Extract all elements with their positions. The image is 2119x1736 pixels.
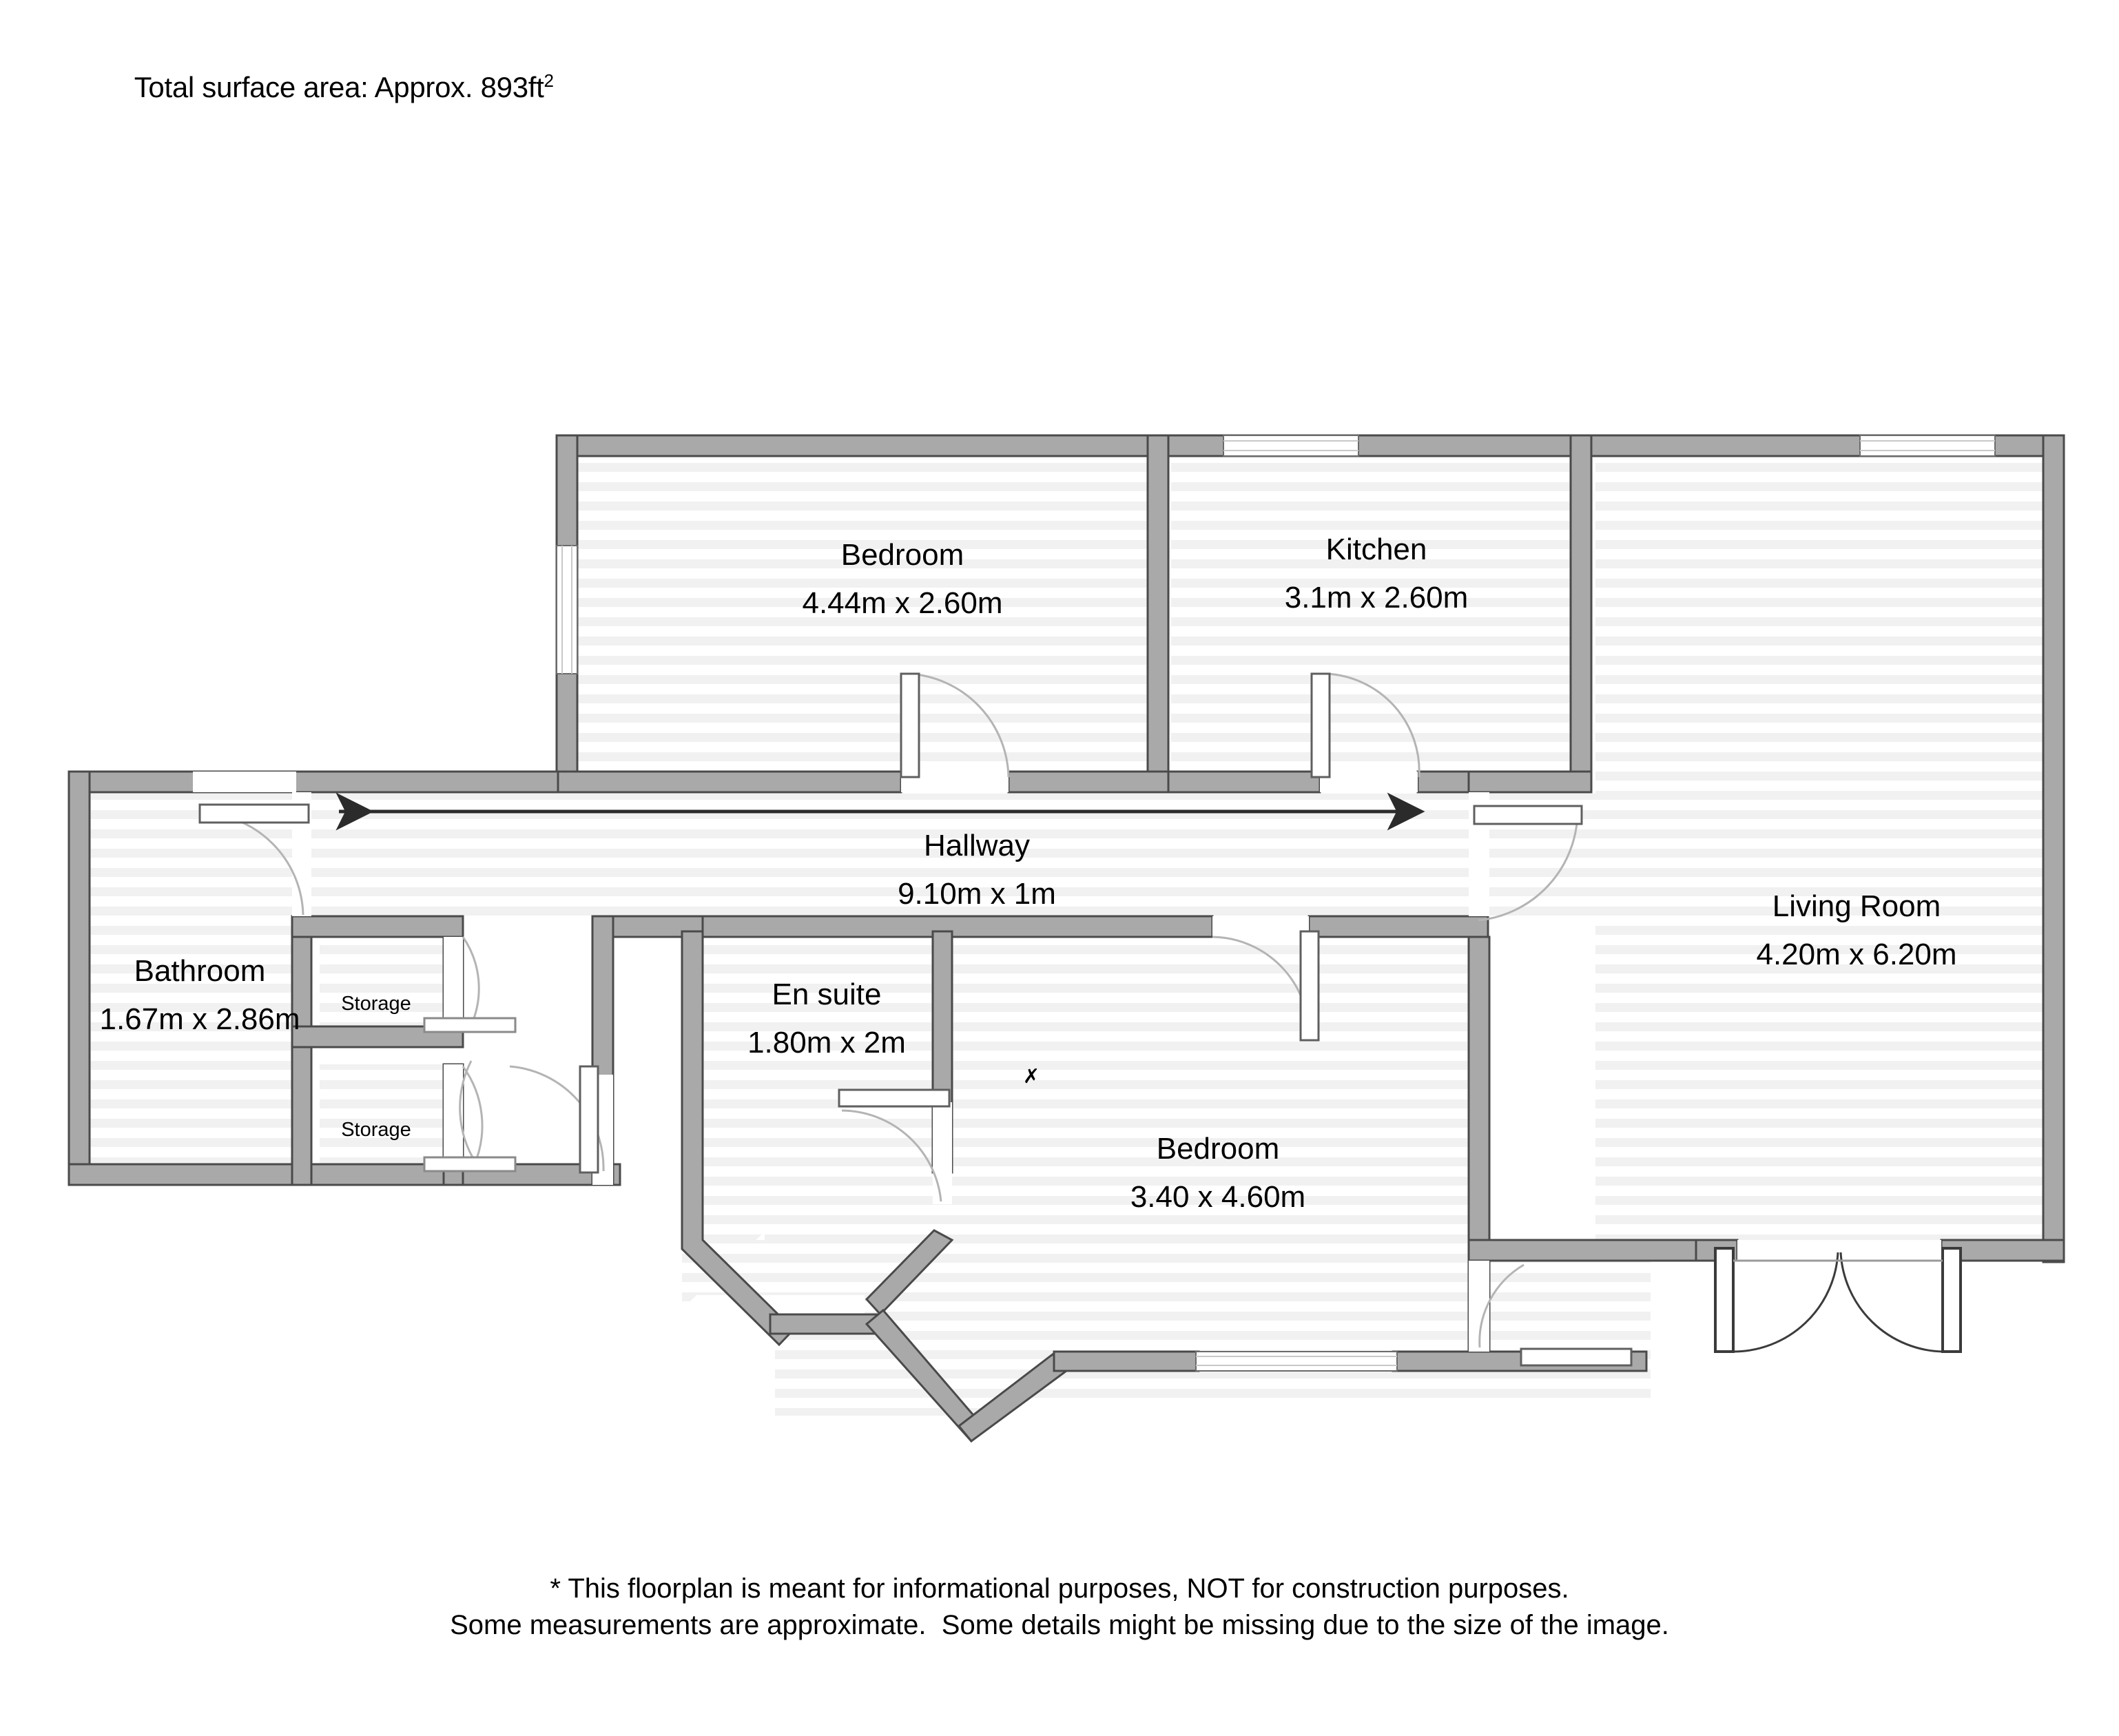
- window-living-top: [1859, 435, 1996, 457]
- window-bedroom-top-left: [556, 545, 578, 674]
- room-dimensions: 3.1m x 2.60m: [1285, 581, 1469, 614]
- floor-storage-lower: [320, 1064, 444, 1168]
- page-title: Total surface area: Approx. 893ft2: [103, 38, 554, 137]
- room-name: Bedroom: [1157, 1132, 1280, 1166]
- room-dimensions: 9.10m x 1m: [898, 877, 1056, 911]
- door-living-french-double: [1714, 1240, 1962, 1353]
- ceiling-mark-icon: ✗: [1023, 1066, 1040, 1088]
- wall-ensuite-angled-upper-right: [865, 1229, 954, 1316]
- wall-bedroom-angled-up-right: [957, 1352, 1068, 1443]
- wall-hallway-top-left: [68, 770, 559, 794]
- wall-bedroom-top-bottom-b: [1007, 770, 1170, 794]
- room-label-bathroom: Bathroom 1.67m x 2.86m: [99, 954, 300, 1036]
- doors: [193, 672, 1962, 1367]
- door-bedroom-living: [1469, 1261, 1633, 1367]
- wall-bedroom-top-bottom: [555, 770, 902, 794]
- room-label-hallway: Hallway 9.10m x 1m: [898, 829, 1056, 911]
- wall-hallway-right-jamb: [1467, 770, 1593, 794]
- door-storage-upper: [423, 936, 517, 1033]
- footer-line-1: * This floorplan is meant for informatio…: [550, 1573, 1569, 1604]
- window-bedroom-main-bottom: [1195, 1351, 1398, 1372]
- wall-bathroom-right: [291, 915, 313, 1186]
- room-label-en-suite: En suite 1.80m x 2m: [747, 978, 906, 1060]
- wall-bedroom-bottom-left: [1053, 1350, 1200, 1372]
- wall-kitchen-living-divider: [1569, 434, 1593, 794]
- page-title-text: Total surface area: Approx. 893ft: [134, 71, 544, 103]
- room-label-storage-lower: Storage: [341, 1119, 411, 1141]
- room-label-kitchen: Kitchen 3.1m x 2.60m: [1285, 533, 1469, 614]
- room-name: Bathroom: [134, 954, 266, 988]
- room-label-storage-upper: Storage: [341, 993, 411, 1015]
- door-bedroom-main: [1212, 916, 1320, 1042]
- door-kitchen: [1310, 672, 1420, 792]
- door-storage-lobby: [509, 1065, 613, 1185]
- page-title-superscript: 2: [544, 70, 554, 91]
- wall-hallway-bottom-mid: [701, 915, 1214, 938]
- floor-fills: [81, 455, 2043, 1416]
- room-dimensions: 1.80m x 2m: [747, 1026, 906, 1060]
- wall-left-exterior: [68, 770, 91, 1186]
- door-storage-lower: [423, 1060, 517, 1172]
- room-label-bedroom-main: Bedroom 3.40 x 4.60m: [1130, 1132, 1305, 1214]
- wall-hallway-bottom-right: [1307, 915, 1489, 938]
- room-name: Bedroom: [841, 538, 964, 572]
- window-kitchen-top: [1223, 435, 1359, 457]
- door-en-suite: [838, 1088, 952, 1204]
- door-bedroom-top: [900, 672, 1010, 792]
- room-dimensions: 4.44m x 2.60m: [802, 586, 1002, 620]
- wall-storage-top: [291, 915, 464, 938]
- room-name: Hallway: [924, 829, 1030, 862]
- room-dimensions: 1.67m x 2.86m: [99, 1002, 300, 1036]
- wall-kitchen-bottom: [1167, 770, 1321, 794]
- door-bathroom: [193, 772, 311, 916]
- room-name: Kitchen: [1326, 533, 1427, 566]
- room-name: Living Room: [1772, 889, 1941, 923]
- floor-en-suite: [682, 931, 951, 1309]
- wall-living-bottom-left: [1467, 1239, 1697, 1262]
- wall-bathroom-bottom: [68, 1163, 621, 1186]
- room-name: En suite: [772, 978, 882, 1011]
- walls: [68, 434, 2065, 1443]
- door-living-room: [1469, 792, 1583, 922]
- room-dimensions: 4.20m x 6.20m: [1756, 938, 1956, 971]
- floor-living-room: [1595, 455, 2043, 1261]
- floor-storage-upper: [320, 937, 444, 1040]
- wall-ensuite-bottom: [769, 1313, 882, 1335]
- floor-bathroom: [81, 794, 295, 1179]
- footer-line-2: Some measurements are approximate. Some …: [450, 1609, 1669, 1640]
- floor-kitchen: [1171, 455, 1571, 792]
- wall-living-right-exterior: [2042, 434, 2065, 1263]
- room-dimensions: 3.40 x 4.60m: [1130, 1180, 1305, 1214]
- footer-disclaimer: * This floorplan is meant for informatio…: [0, 1571, 2119, 1644]
- room-label-bedroom-top: Bedroom 4.44m x 2.60m: [802, 538, 1002, 620]
- wall-bedroom-kitchen-divider: [1146, 434, 1170, 794]
- room-label-living-room: Living Room 4.20m x 6.20m: [1756, 889, 1956, 971]
- windows: [556, 435, 1996, 1372]
- floor-bedroom-top: [577, 455, 1148, 792]
